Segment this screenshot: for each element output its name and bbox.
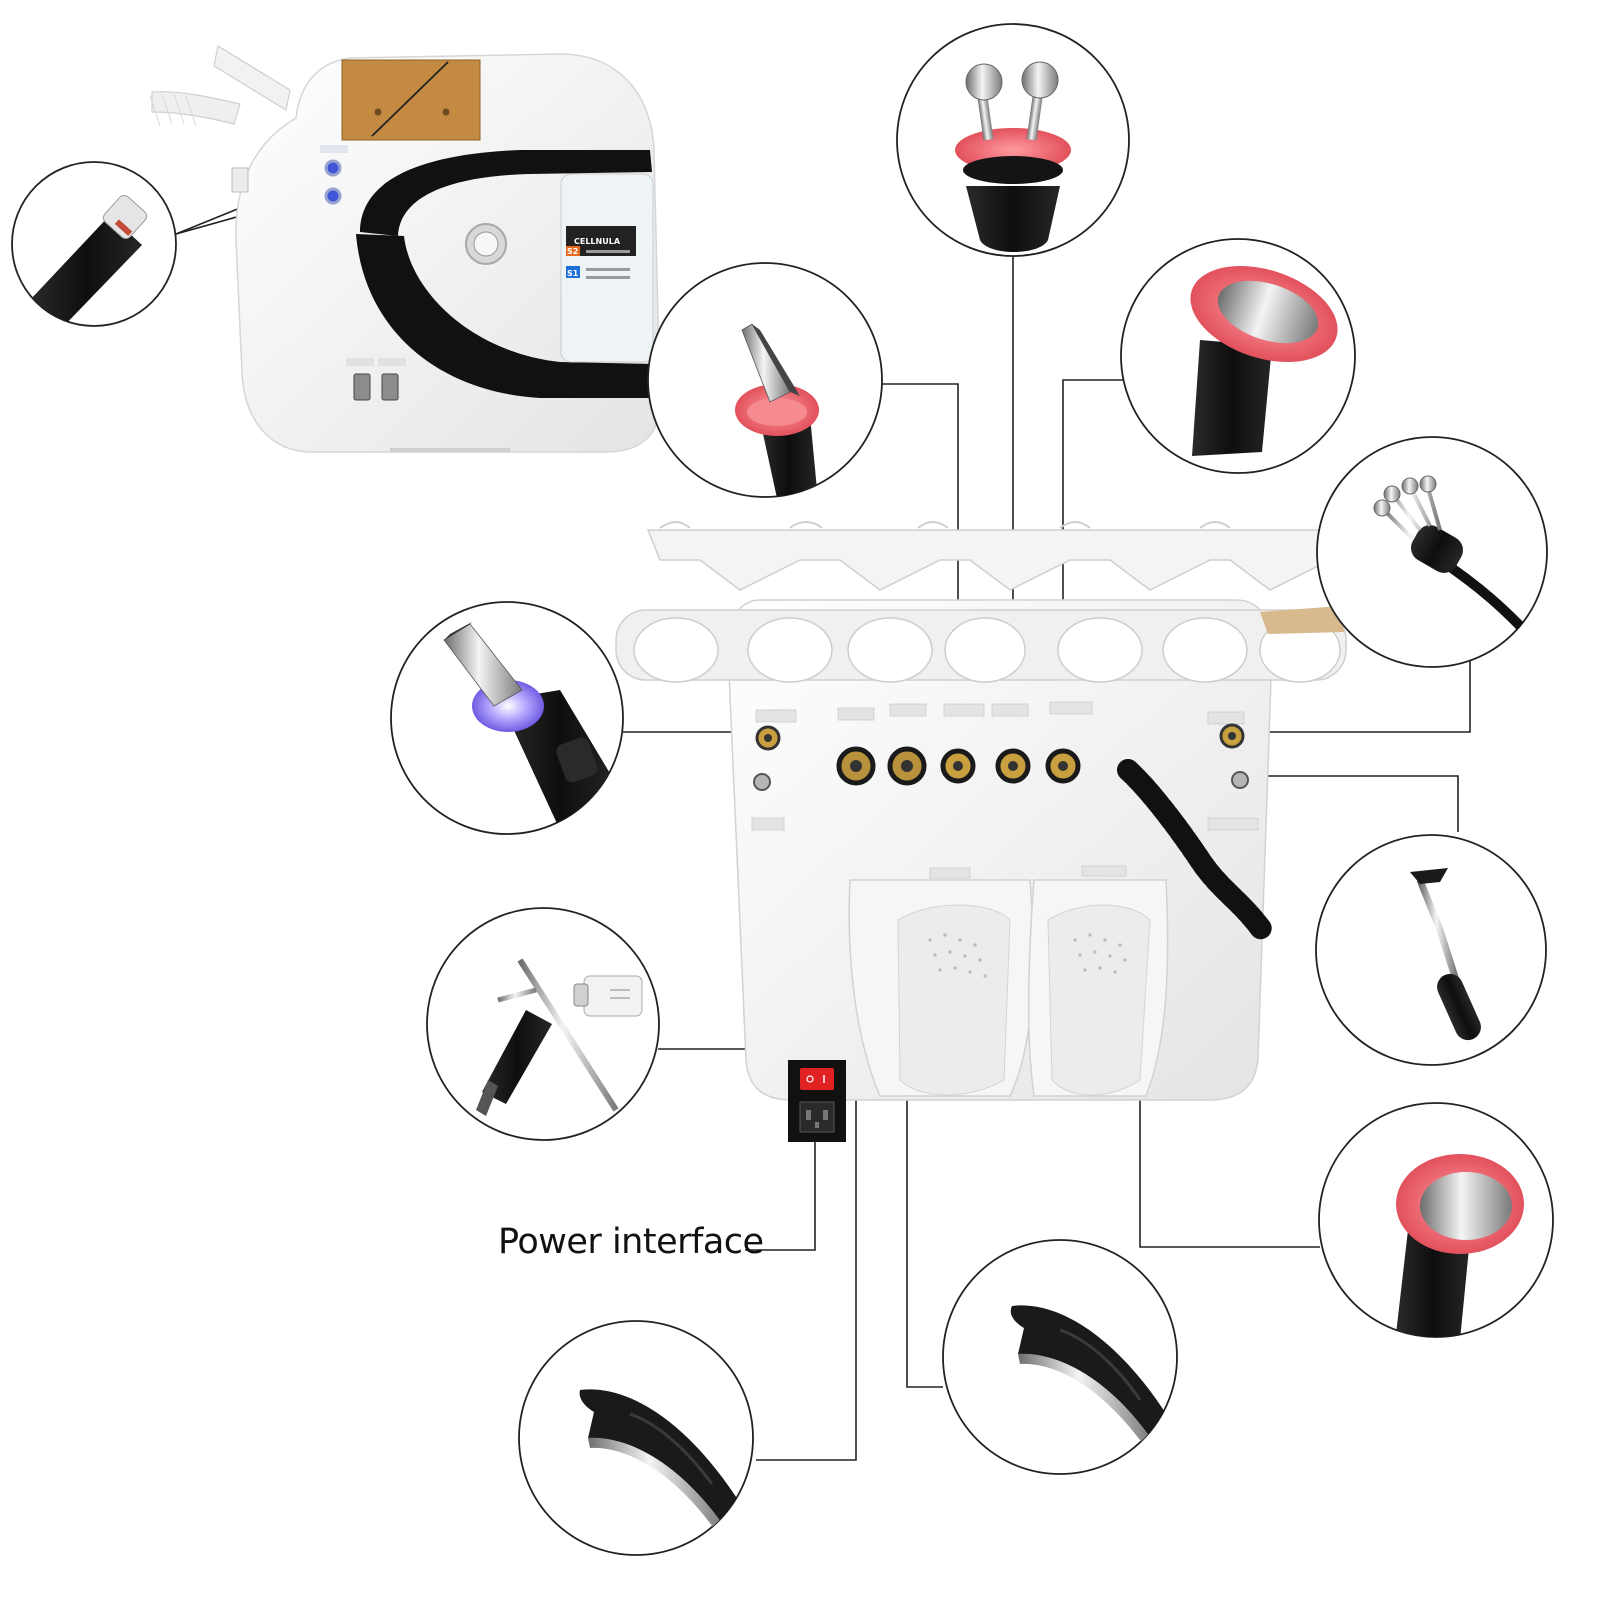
cool-head-callout: [1318, 1102, 1554, 1338]
bottle-label: CELLNULA: [574, 237, 621, 246]
port-ems-left[interactable]: [836, 746, 876, 786]
rf-bipolar-roller-callout: [896, 23, 1130, 257]
bottle-number-s1: S1: [567, 269, 579, 278]
handpiece-port-2[interactable]: [324, 187, 342, 205]
port-rf-roller[interactable]: [995, 748, 1031, 784]
water-out-connector[interactable]: [381, 373, 399, 401]
cone-probe-callout: [647, 262, 883, 498]
connector-ports: [753, 723, 1249, 791]
port-scrubber[interactable]: [755, 725, 781, 751]
power-socket[interactable]: [799, 1101, 835, 1133]
power-module: [788, 1060, 846, 1142]
oxygen-spray-gun-callout: [426, 907, 660, 1141]
spray-gun-icon: [476, 958, 643, 1116]
coiled-hose: [1117, 759, 1273, 941]
cool-head-icon: [1396, 1154, 1524, 1337]
water-in-connector[interactable]: [353, 373, 371, 401]
ultrasound-head-icon: [1190, 266, 1338, 456]
port-bio-electrode[interactable]: [1219, 723, 1245, 749]
ultrasound-head-callout: [1120, 238, 1356, 474]
port-ultrasound-head[interactable]: [1045, 748, 1081, 784]
hydro-pen-icon: [30, 194, 148, 326]
ems-pad-icon: [1010, 1305, 1170, 1448]
handpiece-port-1[interactable]: [324, 159, 342, 177]
port-ems-right[interactable]: [887, 746, 927, 786]
port-hydro-wand[interactable]: [1231, 771, 1249, 789]
hydro-wand-icon: [1410, 868, 1481, 1041]
hydrodermabrasion-unit: CELLNULA S2 S1: [149, 45, 661, 453]
port-spray-gun[interactable]: [753, 773, 771, 791]
ems-pad-icon: [579, 1389, 742, 1534]
main-machine: [615, 521, 1347, 1142]
rf-roller-icon: [955, 61, 1071, 252]
bio-ball-electrode-callout: [1316, 436, 1548, 668]
hydro-tip-wand-callout: [1315, 834, 1547, 1066]
cone-probe-icon: [735, 323, 819, 497]
hydro-pen-handpiece-callout: [11, 161, 177, 327]
skin-scrubber-callout: [390, 601, 624, 835]
ems-pad-left-callout: [518, 1320, 754, 1556]
power-interface-label: Power interface: [498, 1222, 764, 1262]
bottle-number-s2: S2: [567, 247, 578, 256]
ultrasonic-scrubber-icon: [443, 622, 620, 830]
ems-pad-right-callout: [942, 1239, 1178, 1475]
port-cone-probe[interactable]: [940, 748, 976, 784]
power-switch[interactable]: [800, 1068, 834, 1090]
